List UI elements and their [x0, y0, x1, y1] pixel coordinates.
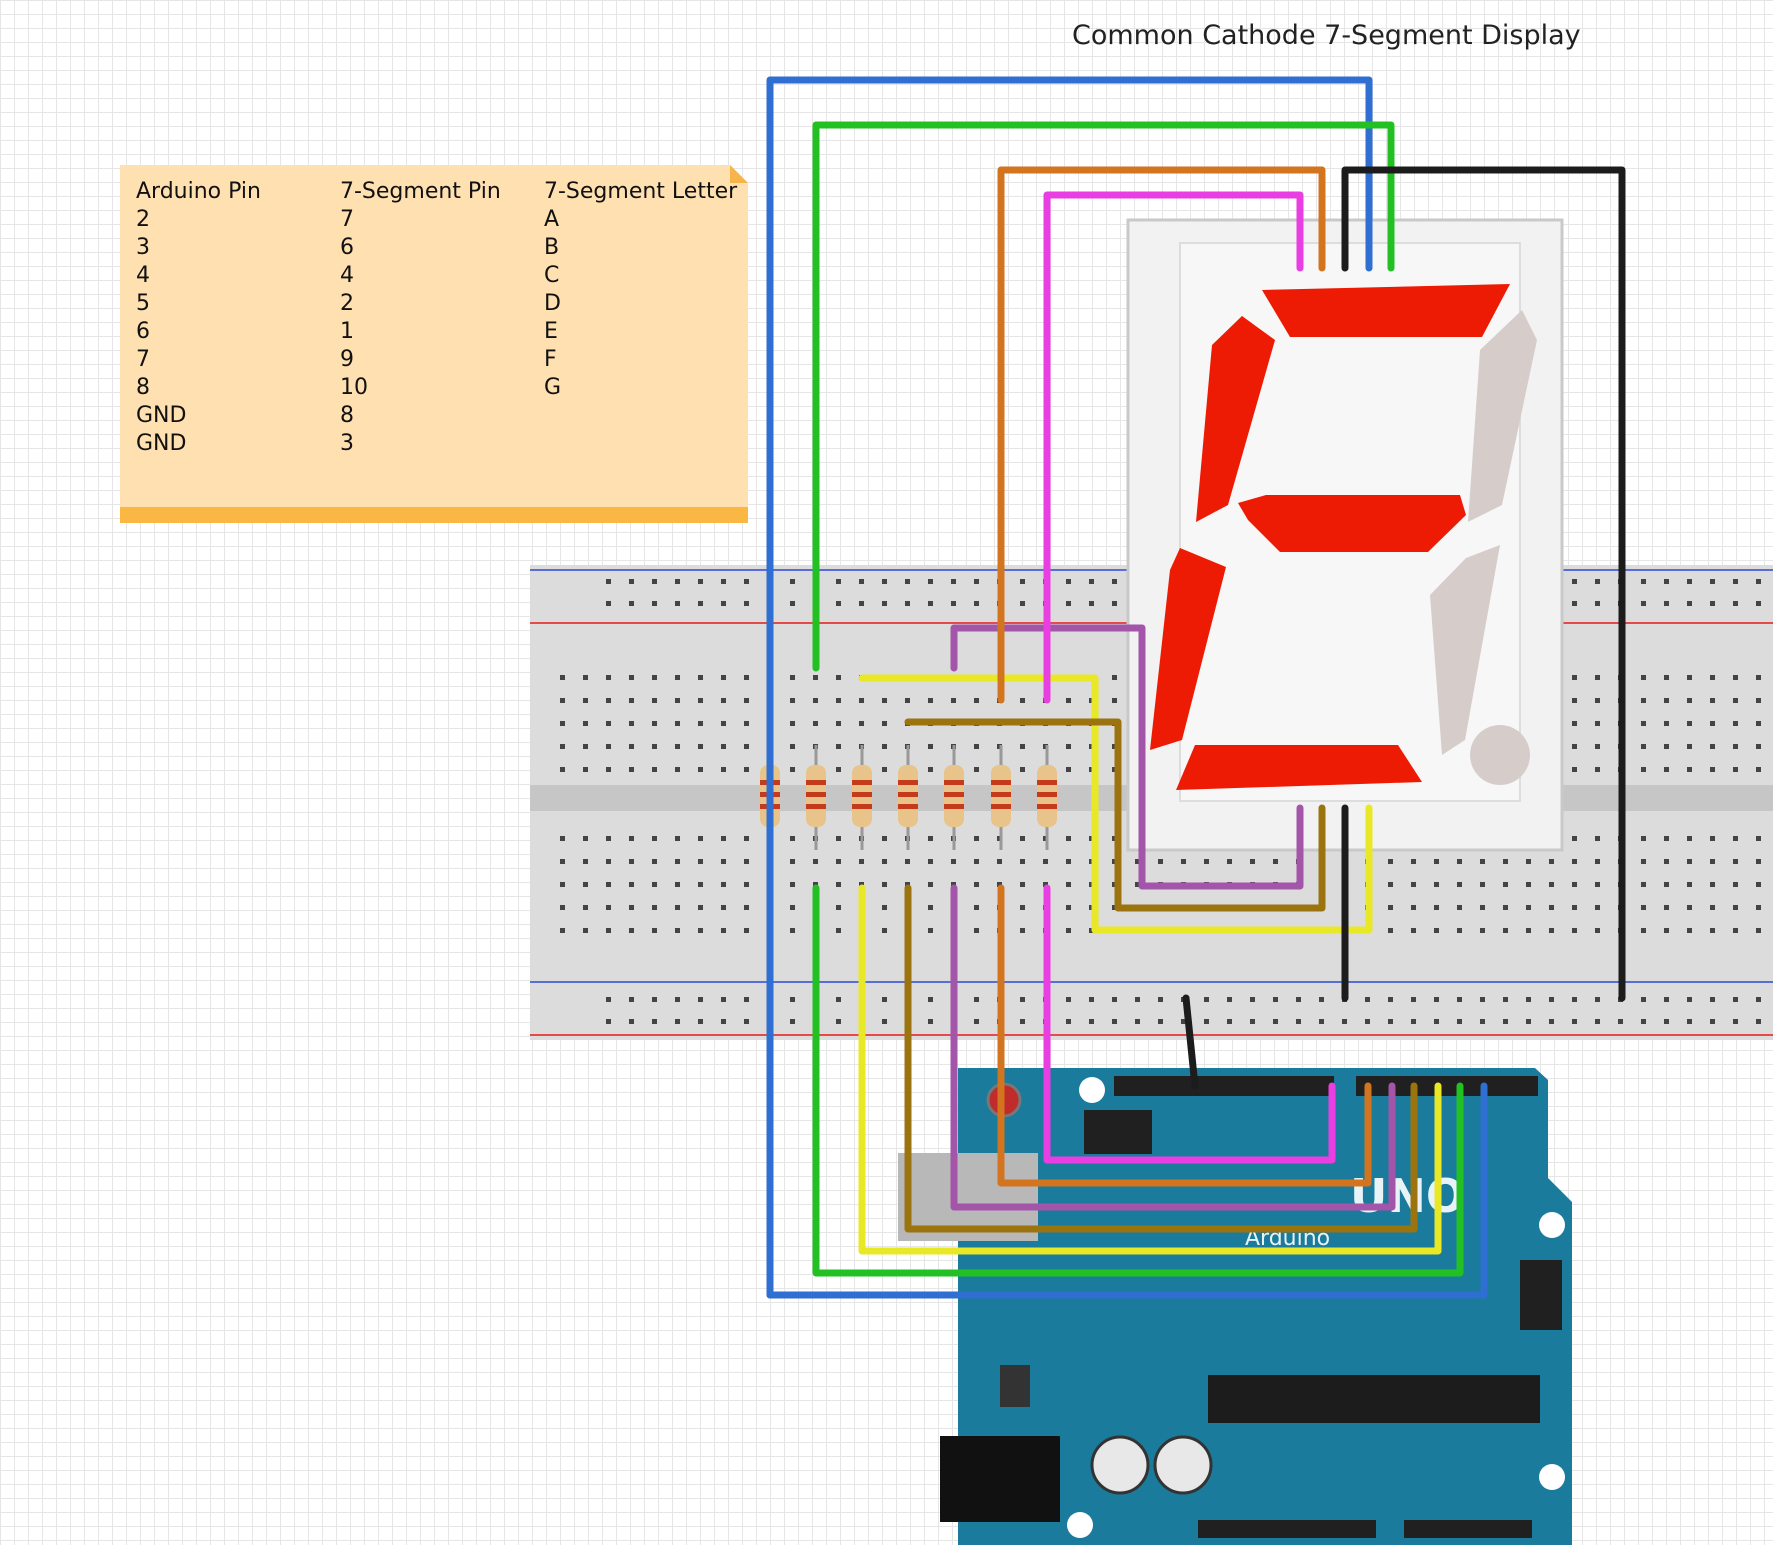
- segment-letter-cell: E: [544, 319, 558, 344]
- wire-d: [904, 884, 1418, 1233]
- segment-e: [1150, 548, 1226, 750]
- pin-mapping-header-row: Arduino Pin 7-Segment Pin 7-Segment Lett…: [136, 178, 737, 206]
- wire-gnd: [1341, 166, 1626, 1002]
- arduino-pin-cell: GND: [136, 403, 187, 428]
- header-segment-pin: 7-Segment Pin: [340, 179, 501, 204]
- wire-e: [950, 624, 1304, 890]
- capacitor-2: [1153, 1435, 1213, 1495]
- atmega-chip: [1208, 1375, 1540, 1423]
- segment-pin-cell: 3: [340, 431, 354, 456]
- resistor: [944, 745, 964, 850]
- capacitor-1: [1090, 1435, 1150, 1495]
- power-jack: [940, 1436, 1060, 1522]
- wire-b: [812, 884, 1464, 1277]
- wire-f: [997, 884, 1372, 1187]
- arduino-pin-cell: 5: [136, 291, 150, 316]
- segment-pin-cell: 4: [340, 263, 354, 288]
- wire-b: [812, 121, 1395, 672]
- pin-mapping-row: 6 1 E: [136, 318, 737, 346]
- pin-mapping-row: 8 10 G: [136, 374, 737, 402]
- wire-d: [904, 718, 1326, 912]
- segment-f: [1196, 316, 1275, 522]
- arduino-pin-cell: 2: [136, 207, 150, 232]
- pin-mapping-row: GND 8: [136, 402, 737, 430]
- segment-letter-cell: B: [544, 235, 560, 260]
- segment-pin-cell: 2: [340, 291, 354, 316]
- icsp-header-side: [1520, 1260, 1562, 1330]
- arduino-pin-cell: 7: [136, 347, 150, 372]
- arduino-pin-cell: 8: [136, 375, 150, 400]
- arduino-pin-cell: 3: [136, 235, 150, 260]
- header-arduino-pin: Arduino Pin: [136, 179, 261, 204]
- diagram-title: Common Cathode 7-Segment Display: [1072, 20, 1581, 51]
- arduino-pin-cell: 4: [136, 263, 150, 288]
- wire-c: [858, 674, 1373, 934]
- wire-c: [858, 884, 1442, 1255]
- segment-letter-cell: [544, 430, 737, 458]
- segment-c: [1430, 545, 1500, 755]
- pin-mapping-row: 2 7 A: [136, 206, 737, 234]
- pin-mapping-row: 3 6 B: [136, 234, 737, 262]
- resistor: [806, 745, 826, 850]
- analog-pins: [1404, 1520, 1532, 1538]
- segment-b: [1468, 310, 1537, 522]
- segment-dp: [1470, 725, 1530, 785]
- wire-e: [950, 884, 1396, 1211]
- segment-pin-cell: 7: [340, 207, 354, 232]
- wire-g: [1043, 191, 1304, 704]
- arduino-pin-cell: GND: [136, 431, 187, 456]
- wire-g: [1043, 884, 1336, 1164]
- pin-mapping-row: 7 9 F: [136, 346, 737, 374]
- segment-letter-cell: C: [544, 263, 560, 288]
- pin-mapping-table: Arduino Pin 7-Segment Pin 7-Segment Lett…: [136, 178, 737, 458]
- segment-letter-cell: G: [544, 375, 562, 400]
- wire-a: [766, 884, 1488, 1299]
- segment-pin-cell: 6: [340, 235, 354, 260]
- resistor: [991, 745, 1011, 850]
- wires: [766, 76, 1626, 1299]
- wire-gnd: [1182, 994, 1199, 1090]
- power-pins: [1198, 1520, 1376, 1538]
- pin-mapping-note: [120, 165, 748, 523]
- arduino-pin-cell: 6: [136, 319, 150, 344]
- segment-letter-cell: A: [544, 207, 560, 232]
- segment-a: [1262, 284, 1510, 337]
- segment-letter-cell: D: [544, 291, 561, 316]
- segment-pin-cell: 8: [340, 403, 354, 428]
- power-header: [1114, 1076, 1334, 1096]
- digital-header: [1356, 1076, 1538, 1096]
- pin-mapping-row: 5 2 D: [136, 290, 737, 318]
- seven-segment-display: [1126, 218, 1564, 852]
- segment-pin-cell: 9: [340, 347, 354, 372]
- segment-pin-cell: 1: [340, 319, 354, 344]
- resistor: [1037, 745, 1057, 850]
- voltage-regulator: [1000, 1365, 1030, 1407]
- segment-pin-cell: 10: [340, 375, 368, 400]
- pin-mapping-row: 4 4 C: [136, 262, 737, 290]
- segment-letter-cell: [544, 402, 737, 430]
- segment-g: [1238, 495, 1466, 552]
- segment-d: [1176, 745, 1422, 790]
- pin-mapping-row: GND 3: [136, 430, 737, 458]
- segment-letter-cell: F: [544, 347, 557, 372]
- resistor: [852, 745, 872, 850]
- header-segment-letter: 7-Segment Letter: [544, 179, 738, 204]
- wire-f: [997, 166, 1326, 704]
- icsp-header-top: [1084, 1110, 1152, 1154]
- resistor: [898, 745, 918, 850]
